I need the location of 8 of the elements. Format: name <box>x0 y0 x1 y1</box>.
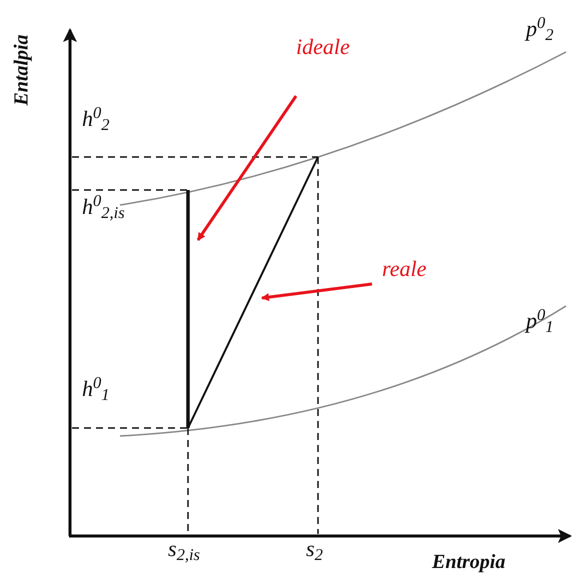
axis-label: Entalpia <box>12 34 32 106</box>
leader-arrow <box>261 282 372 302</box>
axis-label: s$_{2,is}$ <box>168 538 200 560</box>
leader-arrow <box>196 95 298 241</box>
axis-label: s$_{2}$ <box>306 538 323 560</box>
annotation-text: ideale <box>296 36 350 58</box>
annotation-text: reale <box>382 258 426 280</box>
axis-label: Entropia <box>432 552 506 572</box>
